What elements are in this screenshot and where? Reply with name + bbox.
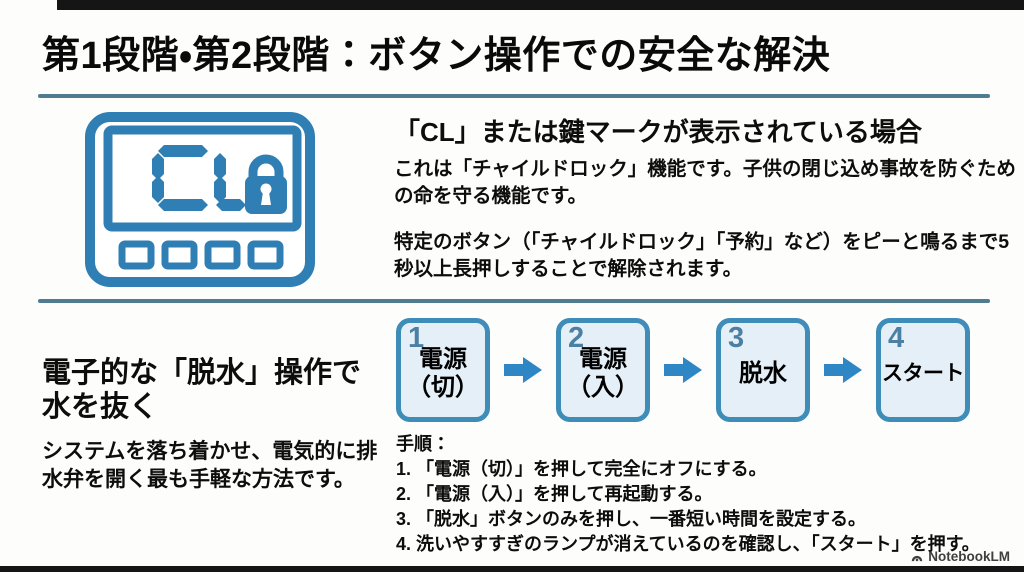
washer-panel-svg: [85, 112, 315, 287]
procedure-step-1: 1. 「電源（切）」を押して完全にオフにする。: [396, 459, 767, 479]
watermark-brand: NotebookLM: [928, 549, 1010, 564]
arrow-right-icon: [504, 357, 542, 383]
panel-buttons: [118, 240, 284, 270]
step-label: 電源 （切）: [407, 345, 479, 401]
lock-icon: [245, 154, 287, 214]
drain-section-intro: 電子的な「脱水」操作で水を抜く システムを落ち着かせ、電気的に排水弁を開く最も手…: [42, 356, 388, 493]
washer-control-panel-icon: [85, 112, 315, 287]
step-number: 3: [728, 322, 745, 354]
procedure-step-4: 4. 洗いやすすぎのランプが消えているのを確認し、「スタート」を押す。: [396, 534, 980, 554]
procedure-step-3: 3. 「脱水」ボタンのみを押し、一番短い時間を設定する。: [396, 509, 867, 529]
step-box-1: 1 電源 （切）: [396, 318, 490, 422]
notebooklm-logo-icon: [912, 555, 923, 561]
arrow-right-icon: [664, 357, 702, 383]
section-divider: [38, 299, 990, 303]
step-box-2: 2 電源 （入）: [556, 318, 650, 422]
seven-segment-C: [152, 145, 208, 211]
step-number: 2: [568, 322, 585, 354]
step-box-4: 4 スタート: [876, 318, 970, 422]
page-title: 第1段階・第2段階：ボタン操作での安全な解決: [42, 35, 831, 77]
top-border-bar: [57, 0, 1024, 10]
step-number: 4: [888, 322, 905, 354]
step-number: 1: [408, 322, 425, 354]
drain-description: システムを落ち着かせ、電気的に排水弁を開く最も手軽な方法です。: [42, 440, 378, 491]
step-label: 電源 （入）: [567, 345, 639, 401]
step-box-3: 3 脱水: [716, 318, 810, 422]
child-lock-section: 「CL」または鍵マークが表示されている場合 これは「チャイルドロック」機能です。…: [394, 117, 1022, 283]
drain-heading: 電子的な「脱水」操作で水を抜く: [42, 357, 362, 424]
step-label: スタート: [882, 361, 965, 385]
arrow-right-icon: [824, 357, 862, 383]
watermark: NotebookLM: [910, 549, 1010, 564]
procedure-list: 手順： 1. 「電源（切）」を押して完全にオフにする。 2. 「電源（入）」を押…: [396, 432, 1024, 557]
step-label: 脱水: [739, 359, 787, 387]
child-lock-paragraph-1: これは「チャイルドロック」機能です。子供の閉じ込め事故を防ぐための命を守る機能で…: [394, 158, 1016, 208]
bottom-border-bar: [0, 566, 1024, 572]
steps-flow: 1 電源 （切） 2 電源 （入） 3 脱水: [396, 318, 970, 422]
procedure-step-2: 2. 「電源（入）」を押して再起動する。: [396, 484, 713, 504]
procedure-title: 手順：: [396, 434, 450, 454]
child-lock-heading: 「CL」または鍵マークが表示されている場合: [394, 117, 922, 147]
child-lock-paragraph-2: 特定のボタン（「チャイルドロック」「予約」など）をピーと鳴るまで5秒以上長押しす…: [394, 230, 1010, 281]
seven-segment-L: [214, 153, 246, 211]
title-divider: [38, 94, 990, 98]
